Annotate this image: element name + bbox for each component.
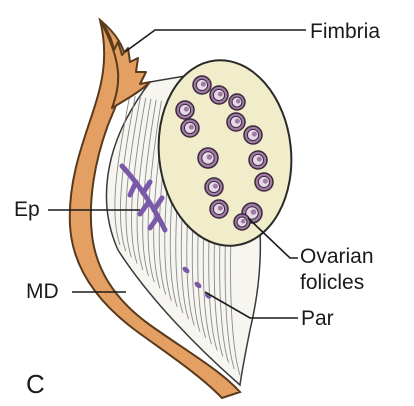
follicle (197, 147, 219, 169)
epoophoron (119, 163, 168, 233)
fimbria-fringe (99, 19, 151, 109)
follicle (175, 100, 195, 120)
fimbria-label: Fimbria (310, 20, 381, 43)
follicle (209, 85, 229, 105)
ep-label: Ep (14, 198, 40, 221)
follicle (226, 112, 246, 132)
par-label: Par (301, 307, 334, 330)
fimbria-leader (124, 29, 306, 53)
par-leader (204, 291, 298, 319)
follicle (180, 118, 200, 138)
panel-letter: C (26, 369, 45, 399)
follicle (243, 125, 263, 145)
ovarian-follicles-label-line1: Ovarian (300, 245, 374, 268)
follicle (248, 150, 268, 170)
md-label: MD (26, 280, 59, 303)
follicle (228, 93, 246, 111)
follicle (233, 213, 251, 231)
leader-lines (48, 29, 306, 319)
mesonephric-duct (68, 17, 242, 400)
follicle (204, 177, 224, 197)
striation-line (136, 98, 152, 270)
follicle (192, 75, 212, 95)
ovarian-follicles-label-line2: folicles (300, 271, 365, 294)
ovarian-leader (247, 217, 298, 259)
striation-line (114, 94, 131, 246)
follicle (209, 199, 229, 219)
striation-line (147, 100, 162, 283)
ovarian-follicles (175, 75, 274, 231)
striation-line (131, 97, 147, 264)
striation-line (119, 95, 136, 252)
striation-line (125, 96, 141, 258)
follicle (254, 172, 274, 192)
